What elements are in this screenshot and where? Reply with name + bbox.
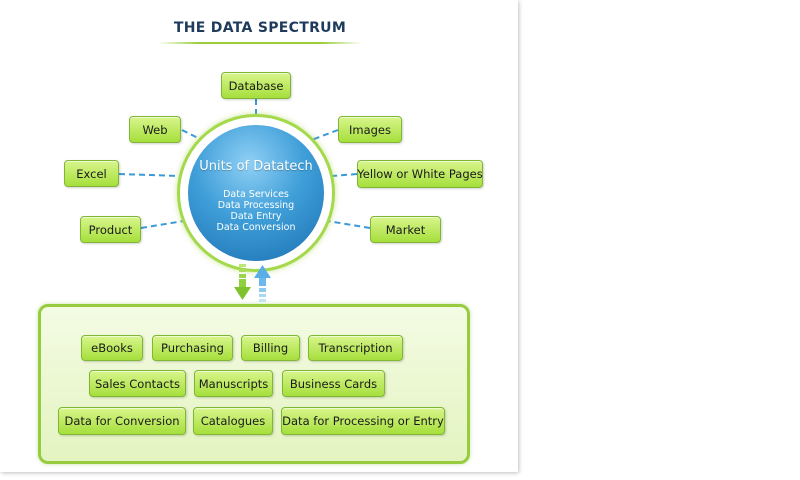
- diagram-title: THE DATA SPECTRUM: [173, 20, 347, 36]
- diagram-panel: THE DATA SPECTRUM Database Web Images Ex…: [38, 20, 483, 464]
- link-market: [321, 219, 371, 229]
- node-images: Images: [338, 116, 402, 143]
- node-yellow-white-pages: Yellow or White Pages: [357, 160, 483, 188]
- link-images: [305, 129, 339, 143]
- hub-item: Data Conversion: [216, 222, 296, 233]
- category-manuscripts: Manuscripts: [194, 370, 273, 397]
- node-web: Web: [129, 116, 181, 143]
- hub-item: Data Processing: [217, 200, 295, 211]
- hub-ring: Units of Datatech Data Services Data Pro…: [177, 114, 335, 272]
- category-data-for-conversion: Data for Conversion: [58, 407, 186, 435]
- hub-services-list: Data Services Data Processing Data Entry…: [188, 189, 324, 233]
- hub-item: Data Services: [223, 189, 289, 200]
- hub-item: Data Entry: [230, 211, 282, 222]
- down-arrow-icon: [234, 264, 251, 300]
- node-market: Market: [370, 216, 441, 243]
- title-underline: [158, 42, 362, 44]
- up-arrow-icon: [254, 265, 271, 302]
- hub-circle: Units of Datatech Data Services Data Pro…: [188, 125, 324, 261]
- node-database: Database: [221, 72, 291, 99]
- category-data-for-processing-or-entry: Data for Processing or Entry: [281, 407, 445, 435]
- category-transcription: Transcription: [308, 335, 403, 361]
- category-purchasing: Purchasing: [152, 335, 233, 361]
- category-billing: Billing: [241, 335, 300, 361]
- hub-title: Units of Datatech: [199, 159, 313, 174]
- node-excel: Excel: [64, 160, 119, 187]
- category-catalogues: Catalogues: [193, 407, 273, 435]
- category-sales-contacts: Sales Contacts: [89, 370, 186, 397]
- category-ebooks: eBooks: [81, 335, 143, 361]
- link-yellow-white-pages: [331, 173, 358, 177]
- category-business-cards: Business Cards: [282, 370, 385, 397]
- node-product: Product: [80, 216, 141, 243]
- link-excel: [118, 173, 181, 177]
- exchange-arrows: [234, 264, 271, 302]
